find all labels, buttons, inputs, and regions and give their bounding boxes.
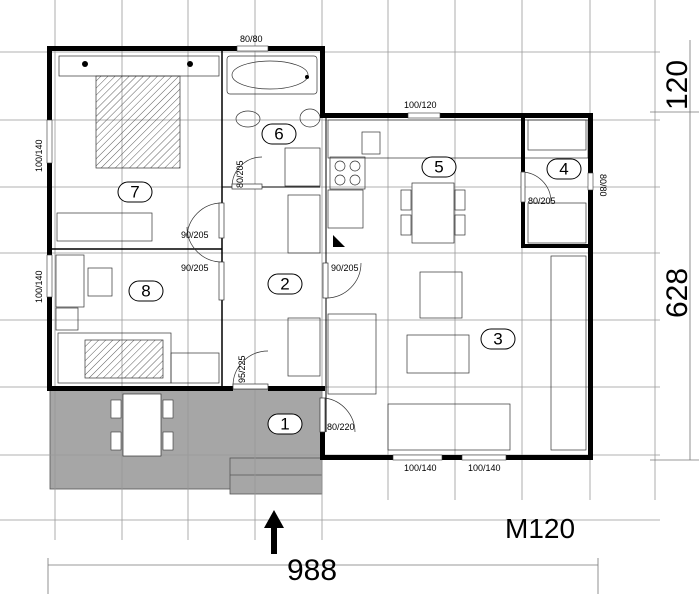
label-door-terrace: 80/220	[327, 422, 355, 432]
opening-labels: 80/80 100/120 100/140 100/140 80/205 90/…	[34, 34, 608, 473]
label-door-7: 90/205	[181, 230, 209, 240]
room-4-label: 4	[546, 158, 582, 180]
width-dimension: 988	[287, 554, 337, 587]
room-3-label: 3	[480, 328, 516, 350]
double-bed	[95, 75, 181, 169]
label-left-8: 100/140	[34, 270, 44, 303]
overhang-dimension: 120	[661, 60, 694, 110]
svg-text:2: 2	[280, 275, 289, 294]
depth-dimension: 628	[661, 268, 694, 318]
svg-text:6: 6	[274, 125, 283, 144]
doors	[186, 156, 552, 433]
label-bottom-2: 100/140	[468, 463, 501, 473]
room-8-label: 8	[128, 280, 164, 302]
label-top-kitchen: 100/120	[404, 100, 437, 110]
terrace	[49, 388, 323, 495]
room-7-label: 7	[117, 181, 153, 203]
dimensions: 120 628 988 M120	[47, 40, 699, 594]
label-door-5: 90/205	[331, 263, 359, 273]
svg-text:7: 7	[130, 183, 139, 202]
label-bottom-1: 100/140	[404, 463, 437, 473]
svg-text:4: 4	[559, 160, 568, 179]
room-6-label: 6	[261, 123, 297, 145]
label-door-4: 80/205	[528, 196, 556, 206]
room-1-label: 1	[267, 413, 303, 435]
entrance-arrow-icon	[264, 510, 284, 554]
room-labels: 1 2 3 4 5 6 7 8	[117, 123, 582, 435]
svg-text:3: 3	[493, 330, 502, 349]
svg-text:5: 5	[434, 158, 443, 177]
label-top-bath: 80/80	[240, 34, 263, 44]
furniture	[55, 55, 589, 457]
svg-text:8: 8	[141, 282, 150, 301]
model-label: M120	[505, 513, 575, 544]
label-door-6: 80/205	[235, 160, 245, 188]
label-left-7: 100/140	[34, 139, 44, 172]
room-5-label: 5	[421, 156, 457, 178]
label-right-4: 80/80	[598, 174, 608, 197]
label-door-entry: 95/225	[237, 355, 247, 383]
room-2-label: 2	[267, 273, 303, 295]
svg-text:1: 1	[280, 415, 289, 434]
label-door-8: 90/205	[181, 263, 209, 273]
